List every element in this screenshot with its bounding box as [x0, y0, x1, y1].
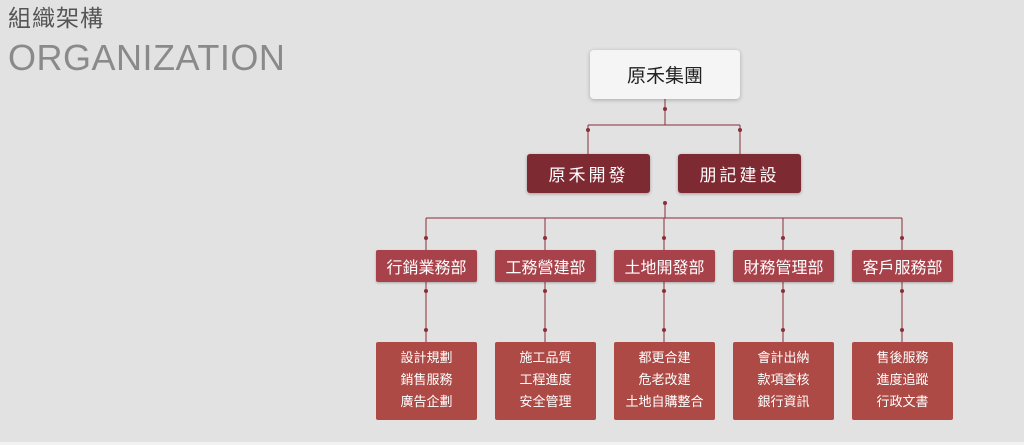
company-node-2: 朋記建設: [678, 154, 801, 193]
company-node-1: 原禾開發: [527, 154, 650, 193]
connector-dot: [738, 128, 742, 132]
connector-dot: [781, 289, 785, 293]
duty-box-marketing: 設計規劃 銷售服務 廣告企劃: [376, 342, 477, 420]
connector-dot: [662, 236, 666, 240]
connector-dot: [586, 128, 590, 132]
department-node-finance: 財務管理部: [733, 250, 834, 282]
duty-item: 銀行資訊: [757, 395, 810, 410]
duty-item: 都更合建: [638, 351, 691, 366]
duty-item: 行政文書: [876, 395, 929, 410]
department-node-customer-service: 客戶服務部: [852, 250, 953, 282]
duty-item: 廣告企劃: [400, 395, 453, 410]
duty-item: 進度追蹤: [876, 373, 929, 388]
connector-dot: [900, 289, 904, 293]
duty-item: 會計出納: [757, 351, 810, 366]
connector-dot: [543, 289, 547, 293]
bottom-divider: [0, 442, 1024, 445]
duty-item: 銷售服務: [400, 373, 453, 388]
connector-dot: [424, 236, 428, 240]
duty-box-land-development: 都更合建 危老改建 土地自購整合: [614, 342, 715, 420]
connector-dot: [424, 289, 428, 293]
page-header: 組織架構 ORGANIZATION: [8, 4, 285, 78]
duty-item: 土地自購整合: [625, 395, 704, 410]
duty-item: 危老改建: [638, 373, 691, 388]
duty-item: 安全管理: [519, 395, 572, 410]
department-node-construction: 工務營建部: [495, 250, 596, 282]
connector-dot: [543, 328, 547, 332]
connector-dot: [662, 328, 666, 332]
connector-dot: [543, 236, 547, 240]
connector-dot: [424, 328, 428, 332]
connector-dot: [663, 201, 667, 205]
connector-dot: [900, 236, 904, 240]
department-node-land-development: 土地開發部: [614, 250, 715, 282]
duty-item: 工程進度: [519, 373, 572, 388]
duty-box-finance: 會計出納 款項查核 銀行資訊: [733, 342, 834, 420]
duty-box-construction: 施工品質 工程進度 安全管理: [495, 342, 596, 420]
connector-dot: [662, 289, 666, 293]
connector-dot: [781, 236, 785, 240]
org-root-node: 原禾集團: [590, 50, 740, 99]
duty-box-customer-service: 售後服務 進度追蹤 行政文書: [852, 342, 953, 420]
page-title-english: ORGANIZATION: [8, 37, 286, 78]
duty-item: 款項查核: [757, 373, 810, 388]
duty-item: 設計規劃: [400, 351, 453, 366]
page-title-chinese: 組織架構: [8, 6, 104, 32]
department-node-marketing: 行銷業務部: [376, 250, 477, 282]
duty-item: 售後服務: [876, 351, 929, 366]
duty-item: 施工品質: [519, 351, 572, 366]
connector-dot: [781, 328, 785, 332]
connector-dot: [900, 328, 904, 332]
connector-dot: [663, 107, 667, 111]
